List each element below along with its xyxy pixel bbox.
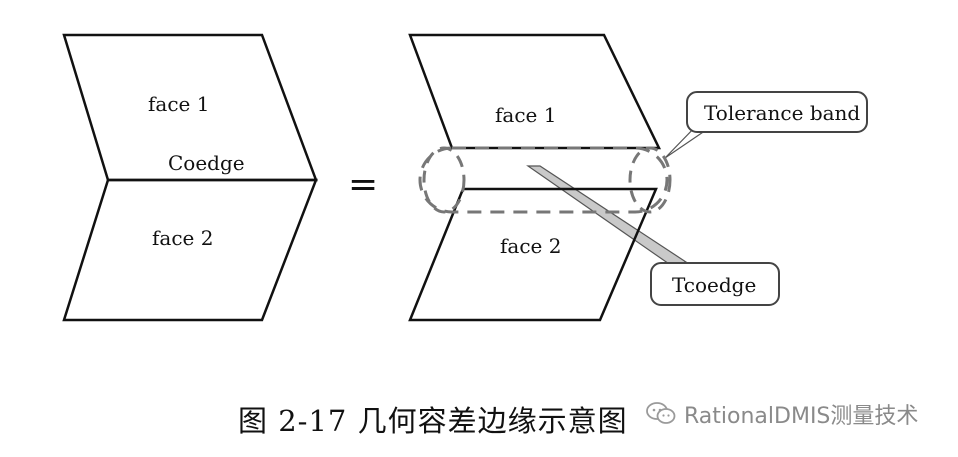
figure-caption: 图 2-17 几何容差边缘示意图	[238, 404, 628, 438]
tolerance-band-outline	[418, 146, 669, 214]
tcoedge-label: Tcoedge	[672, 273, 756, 297]
right-face1-label: face 1	[495, 103, 556, 127]
right-face1-shape	[408, 33, 661, 150]
wechat-icon	[646, 402, 676, 424]
right-face2-label: face 2	[500, 234, 561, 258]
watermark: RationalDMIS测量技术	[646, 398, 918, 430]
left-face1-label: face 1	[148, 92, 209, 116]
tcoedge-callout	[650, 262, 780, 306]
left-coedge-label: Coedge	[168, 151, 245, 175]
tolerance-band-left-end	[422, 146, 466, 214]
left-face2-shape	[62, 178, 318, 322]
tolerance-band-callout	[686, 91, 868, 133]
left-face2-label: face 2	[152, 226, 213, 250]
left-figure: face 1 Coedge face 2	[62, 33, 318, 322]
tolerance-band-right-end	[628, 146, 672, 214]
equals-sign: =	[348, 164, 378, 205]
watermark-text: RationalDMIS测量技术	[684, 404, 919, 429]
right-figure: face 1 face 2 Tolerance band Tcoedge	[408, 33, 868, 322]
tolerance-band-label: Tolerance band	[704, 101, 860, 125]
right-face2-shape	[408, 187, 658, 322]
